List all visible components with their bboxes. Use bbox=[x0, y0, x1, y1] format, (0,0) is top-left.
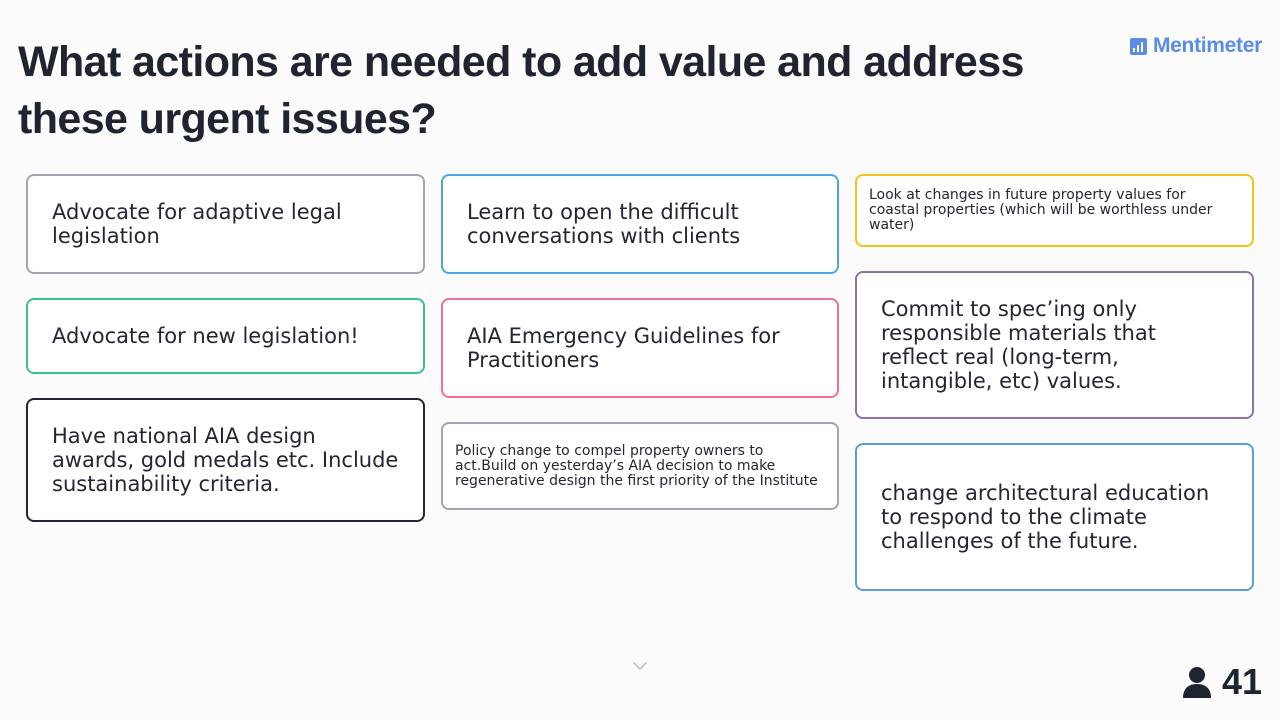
response-text: Have national AIA design awards, gold me… bbox=[52, 424, 399, 496]
response-card: Learn to open the difficult conversation… bbox=[441, 174, 839, 274]
response-card: Commit to spec’ing only responsible mate… bbox=[855, 271, 1254, 419]
participant-count: 41 bbox=[1221, 661, 1262, 702]
response-card: Have national AIA design awards, gold me… bbox=[26, 398, 425, 522]
response-text: Learn to open the difficult conversation… bbox=[467, 200, 741, 248]
response-text: Advocate for new legislation! bbox=[52, 324, 359, 348]
response-card: Look at changes in future property value… bbox=[855, 174, 1254, 247]
person-icon bbox=[1182, 667, 1211, 698]
response-text: Policy change to compel property owners … bbox=[455, 442, 818, 489]
chevron-down-icon[interactable] bbox=[632, 660, 648, 672]
mentimeter-logo-icon bbox=[1129, 37, 1147, 55]
participant-counter: 41 bbox=[1182, 662, 1262, 702]
response-card: change architectural education to respon… bbox=[855, 443, 1254, 591]
response-text: AIA Emergency Guidelines for Practitione… bbox=[467, 324, 780, 372]
response-text: Advocate for adaptive legal legislation bbox=[52, 200, 342, 248]
response-card: AIA Emergency Guidelines for Practitione… bbox=[441, 298, 839, 398]
slide-question: What actions are needed to add value and… bbox=[18, 38, 1024, 143]
brand-name: Mentimeter bbox=[1152, 34, 1262, 57]
response-text: Commit to spec’ing only responsible mate… bbox=[881, 297, 1156, 393]
response-card: Advocate for adaptive legal legislation bbox=[26, 174, 425, 274]
response-card: Policy change to compel property owners … bbox=[441, 422, 839, 510]
response-text: change architectural education to respon… bbox=[881, 481, 1210, 553]
brand-logo: Mentimeter bbox=[1129, 34, 1262, 58]
response-text: Look at changes in future property value… bbox=[869, 187, 1213, 233]
response-card: Advocate for new legislation! bbox=[26, 298, 425, 374]
